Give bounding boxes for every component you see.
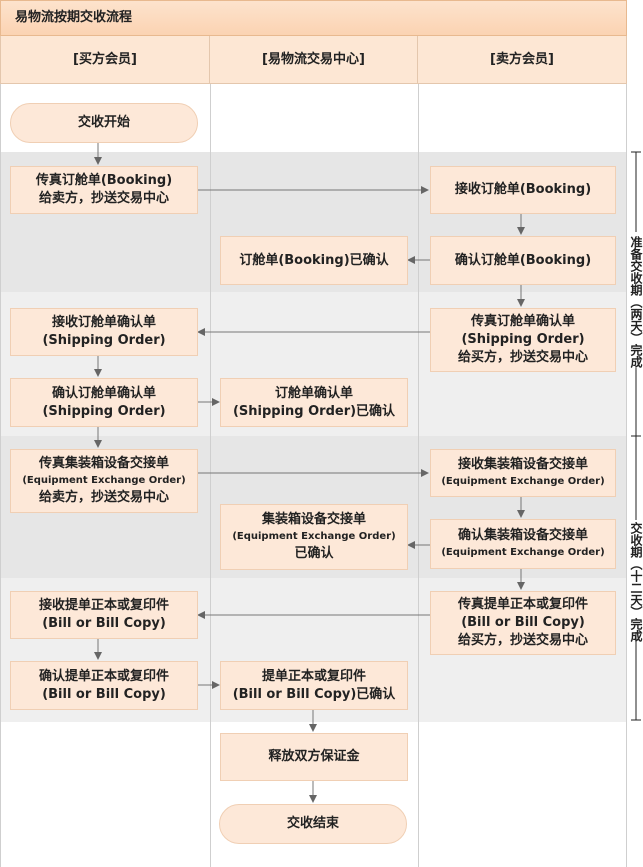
node-text: 集装箱设备交接单 [261, 512, 366, 527]
node-text: 给买方，抄送交易中心 [457, 633, 588, 648]
node-text: 给卖方，抄送交易中心 [38, 490, 169, 505]
node-text: 确认订舱单确认单 [51, 385, 156, 401]
column-header-center: [易物流交易中心] [210, 36, 418, 84]
node-text: 确认集装箱设备交接单 [457, 528, 588, 543]
node-text: 订舱单确认单 [274, 385, 353, 401]
node-text: 释放双方保证金 [268, 749, 360, 764]
node-text: 传真订舱单(Booking) [35, 173, 173, 188]
node-buyer-fax-equipment: 传真集装箱设备交接单 (Equipment Exchange Order) 给卖… [10, 449, 198, 513]
column-divider [626, 84, 627, 867]
node-text: (Bill or Bill Copy) [42, 686, 166, 702]
node-text: 确认订舱单(Booking) [454, 252, 592, 268]
phase-label-bg [628, 232, 643, 368]
node-text: 接收订舱单(Booking) [454, 182, 592, 197]
phase-label-bg [628, 520, 643, 632]
node-buyer-receive-bill: 接收提单正本或复印件 (Bill or Bill Copy) [10, 591, 198, 639]
node-center-bill-confirmed: 提单正本或复印件 (Bill or Bill Copy)已确认 [220, 661, 408, 710]
node-text: (Equipment Exchange Order) [22, 475, 186, 486]
node-seller-receive-equipment: 接收集装箱设备交接单 (Equipment Exchange Order) [430, 449, 616, 497]
node-text: 已确认 [294, 546, 334, 561]
node-center-booking-confirmed: 订舱单(Booking)已确认 [220, 236, 408, 285]
node-seller-confirm-booking: 确认订舱单(Booking) [430, 236, 616, 285]
node-text: 接收提单正本或复印件 [38, 598, 169, 613]
node-text: 传真订舱单确认单 [470, 314, 575, 329]
diagram-title: 易物流按期交收流程 [0, 0, 627, 36]
node-text: 传真集装箱设备交接单 [38, 456, 169, 471]
node-text: 接收集装箱设备交接单 [457, 457, 588, 472]
node-text: 确认提单正本或复印件 [38, 668, 169, 684]
node-buyer-receive-shipping: 接收订舱单确认单 (Shipping Order) [10, 308, 198, 356]
node-text: (Shipping Order) [42, 333, 166, 348]
node-text: 交收结束 [286, 816, 339, 831]
node-text: (Equipment Exchange Order) [441, 476, 605, 487]
node-text: (Bill or Bill Copy)已确认 [232, 686, 396, 702]
node-text: (Equipment Exchange Order) [232, 531, 396, 542]
node-end: 交收结束 [219, 804, 407, 844]
node-text: 给卖方，抄送交易中心 [38, 191, 169, 206]
node-text: (Shipping Order) [461, 332, 585, 347]
node-seller-receive-booking: 接收订舱单(Booking) [430, 166, 616, 214]
node-seller-fax-bill: 传真提单正本或复印件 (Bill or Bill Copy) 给买方，抄送交易中… [430, 591, 616, 655]
node-text: 传真提单正本或复印件 [457, 597, 588, 612]
node-text: (Shipping Order) [42, 403, 166, 419]
phase-label-delivery: 交收期（十二天）完成 [629, 522, 643, 642]
node-text: 提单正本或复印件 [261, 668, 366, 684]
node-text: 订舱单(Booking)已确认 [239, 252, 389, 268]
node-text: (Equipment Exchange Order) [441, 547, 605, 558]
node-text: 接收订舱单确认单 [51, 315, 156, 330]
node-buyer-confirm-shipping: 确认订舱单确认单 (Shipping Order) [10, 378, 198, 427]
node-release-deposit: 释放双方保证金 [220, 733, 408, 781]
column-divider [418, 84, 419, 867]
node-text: 交收开始 [77, 115, 130, 130]
node-start: 交收开始 [10, 103, 198, 143]
column-divider [210, 84, 211, 867]
node-seller-confirm-equipment: 确认集装箱设备交接单 (Equipment Exchange Order) [430, 519, 616, 569]
node-buyer-fax-booking: 传真订舱单(Booking) 给卖方，抄送交易中心 [10, 166, 198, 214]
column-divider [0, 84, 1, 867]
node-seller-fax-shipping: 传真订舱单确认单 (Shipping Order) 给买方，抄送交易中心 [430, 308, 616, 372]
phase-label-preparation: 准备交收期（两天）完成 [629, 236, 643, 368]
node-center-shipping-confirmed: 订舱单确认单 (Shipping Order)已确认 [220, 378, 408, 427]
node-text: 给买方，抄送交易中心 [457, 350, 588, 365]
node-text: (Bill or Bill Copy) [42, 616, 166, 631]
node-text: (Shipping Order)已确认 [232, 403, 396, 419]
column-header-buyer: [买方会员] [0, 36, 210, 84]
node-buyer-confirm-bill: 确认提单正本或复印件 (Bill or Bill Copy) [10, 661, 198, 710]
column-header-seller: [卖方会员] [418, 36, 627, 84]
node-text: (Bill or Bill Copy) [461, 615, 585, 630]
node-center-equipment-confirmed: 集装箱设备交接单 (Equipment Exchange Order) 已确认 [220, 504, 408, 570]
